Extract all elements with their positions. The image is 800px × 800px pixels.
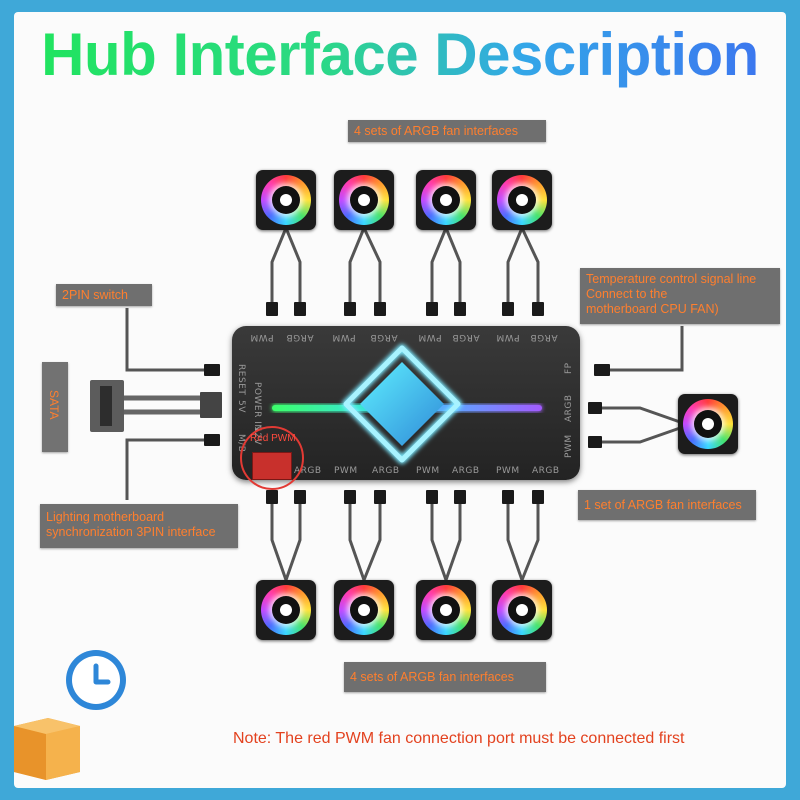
top-connector <box>344 302 356 316</box>
package-box-icon <box>14 718 80 780</box>
clock-icon <box>66 650 126 710</box>
top-fan-wires <box>270 227 540 304</box>
diagram-title: Hub Interface Description <box>0 20 800 89</box>
label-right-fan: 1 set of ARGB fan interfaces <box>578 490 756 520</box>
port-label: ARGB <box>452 466 480 476</box>
rgb-fan-icon <box>492 170 552 230</box>
port-label: PWM <box>416 466 440 476</box>
top-connector <box>294 302 306 316</box>
left-connector <box>204 364 220 376</box>
bottom-connector <box>266 490 278 504</box>
port-label: ARGB <box>532 466 560 476</box>
top-connector <box>266 302 278 316</box>
rgb-fan-icon <box>256 170 316 230</box>
red-pwm-highlight <box>240 426 304 490</box>
port-label: ARGB <box>372 466 400 476</box>
side-wires <box>124 308 684 500</box>
right-connector <box>588 436 602 448</box>
top-connector <box>454 302 466 316</box>
red-pwm-port <box>252 452 292 480</box>
bottom-connector <box>374 490 386 504</box>
port-label: ARGB <box>294 466 322 476</box>
bottom-connector <box>502 490 514 504</box>
port-label: PWM <box>334 466 358 476</box>
bottom-connector <box>454 490 466 504</box>
label-temp-control: Temperature control signal line Connect … <box>580 268 780 324</box>
red-pwm-label: Red PWM <box>250 433 296 444</box>
rgb-fan-icon <box>416 580 476 640</box>
bottom-connector <box>344 490 356 504</box>
sata-connector <box>90 380 124 432</box>
rgb-fan-icon <box>334 580 394 640</box>
argb-hub: PWM ARGB PWM ARGB PWM ARGB PWM ARGB ARGB… <box>232 326 580 480</box>
port-label: PWM <box>496 466 520 476</box>
bottom-fan-wires <box>270 500 540 581</box>
top-connector <box>426 302 438 316</box>
bottom-connector <box>294 490 306 504</box>
rgb-fan-icon <box>334 170 394 230</box>
bottom-connector <box>426 490 438 504</box>
label-top-fans: 4 sets of ARGB fan interfaces <box>348 120 546 142</box>
top-connector <box>502 302 514 316</box>
rgb-light-strip <box>272 344 542 464</box>
bottom-connector <box>532 490 544 504</box>
left-connector <box>204 434 220 446</box>
label-sata: SATA <box>42 362 68 452</box>
right-connector <box>588 402 602 414</box>
rgb-fan-icon <box>678 394 738 454</box>
label-bottom-fans: 4 sets of ARGB fan interfaces <box>344 662 546 692</box>
right-connector <box>594 364 610 376</box>
rgb-fan-icon <box>256 580 316 640</box>
top-connector <box>532 302 544 316</box>
rgb-fan-icon <box>492 580 552 640</box>
rgb-fan-icon <box>416 170 476 230</box>
sata-plug <box>200 392 222 418</box>
label-2pin-switch: 2PIN switch <box>56 284 152 306</box>
note-text: Note: The red PWM fan connection port mu… <box>233 730 685 747</box>
top-connector <box>374 302 386 316</box>
label-sync-3pin: Lighting motherboard synchronization 3PI… <box>40 504 238 548</box>
